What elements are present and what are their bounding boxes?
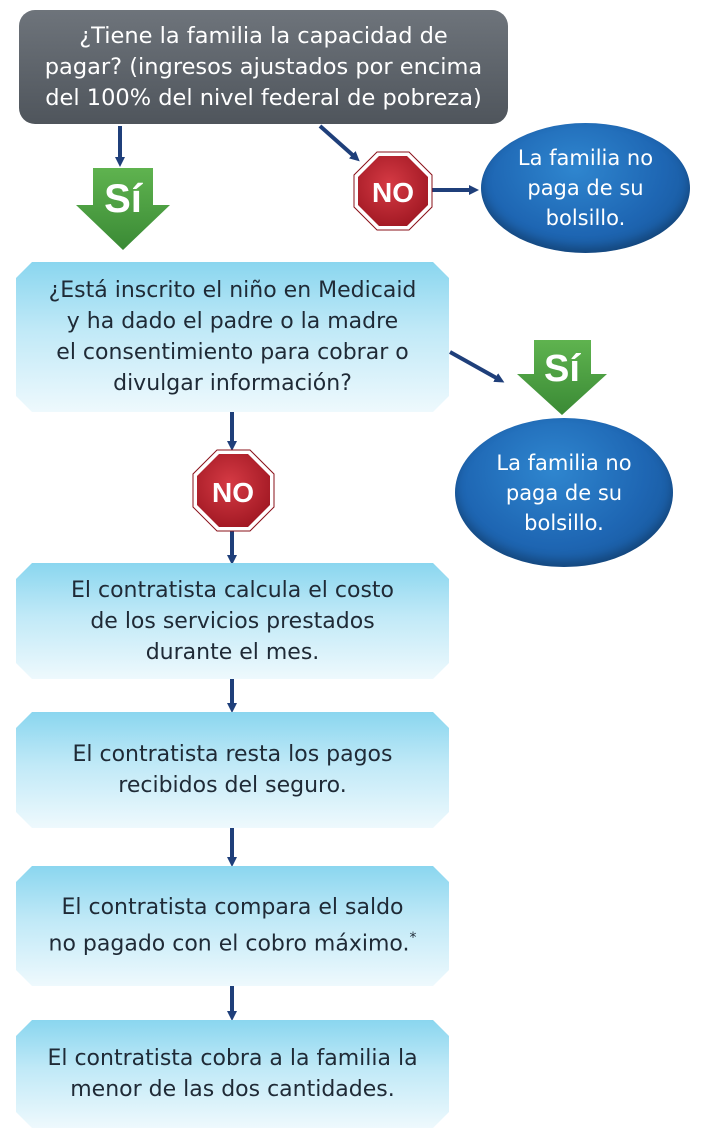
svg-text:Sí: Sí: [104, 177, 144, 221]
question-medicaid-consent: ¿Está inscrito el niño en Medicaid y ha …: [16, 262, 449, 412]
step-compare-balance-text: El contratista compara el saldo no pagad…: [49, 892, 417, 959]
footnote-marker: *: [409, 930, 417, 947]
outcome-no-pay-top-text: La familia no paga de su bolsillo.: [517, 146, 654, 230]
step-charge-family-text: El contratista cobra a la familia la men…: [47, 1046, 418, 1102]
outcome-no-pay-top: La familia no paga de su bolsillo.: [481, 123, 690, 253]
outcome-no-pay-right: La familia no paga de su bolsillo.: [455, 418, 673, 567]
step-calculate-cost: El contratista calcula el costo de los s…: [16, 563, 449, 679]
outcome-no-pay-right-text: La familia no paga de su bolsillo.: [496, 450, 632, 535]
step-subtract-payments: El contratista resta los pagos recibidos…: [16, 712, 449, 828]
arrow-q1-to-no: [318, 124, 360, 162]
stop-sign-no-middle: NO: [192, 449, 275, 532]
svg-text:Sí: Sí: [544, 348, 581, 390]
yes-badge-right: Sí: [517, 340, 607, 415]
step-charge-family: El contratista cobra a la familia la men…: [16, 1020, 449, 1128]
step-compare-balance-main: El contratista compara el saldo no pagad…: [48, 895, 410, 957]
yes-badge-left: Sí: [76, 168, 170, 250]
question-ability-to-pay: ¿Tiene la familia la capacidad de pagar?…: [19, 10, 508, 124]
question-medicaid-consent-text: ¿Está inscrito el niño en Medicaid y ha …: [48, 278, 417, 396]
step-calculate-cost-text: El contratista calcula el costo de los s…: [70, 577, 395, 665]
svg-text:NO: NO: [372, 177, 414, 208]
question-ability-to-pay-text: ¿Tiene la familia la capacidad de pagar?…: [44, 22, 483, 111]
svg-text:NO: NO: [212, 477, 254, 508]
step-subtract-payments-text: El contratista resta los pagos recibidos…: [72, 742, 393, 798]
arrow-q2-to-yes: [449, 350, 505, 383]
stop-sign-no-top: NO: [353, 151, 433, 231]
step-compare-balance: El contratista compara el saldo no pagad…: [16, 866, 449, 986]
